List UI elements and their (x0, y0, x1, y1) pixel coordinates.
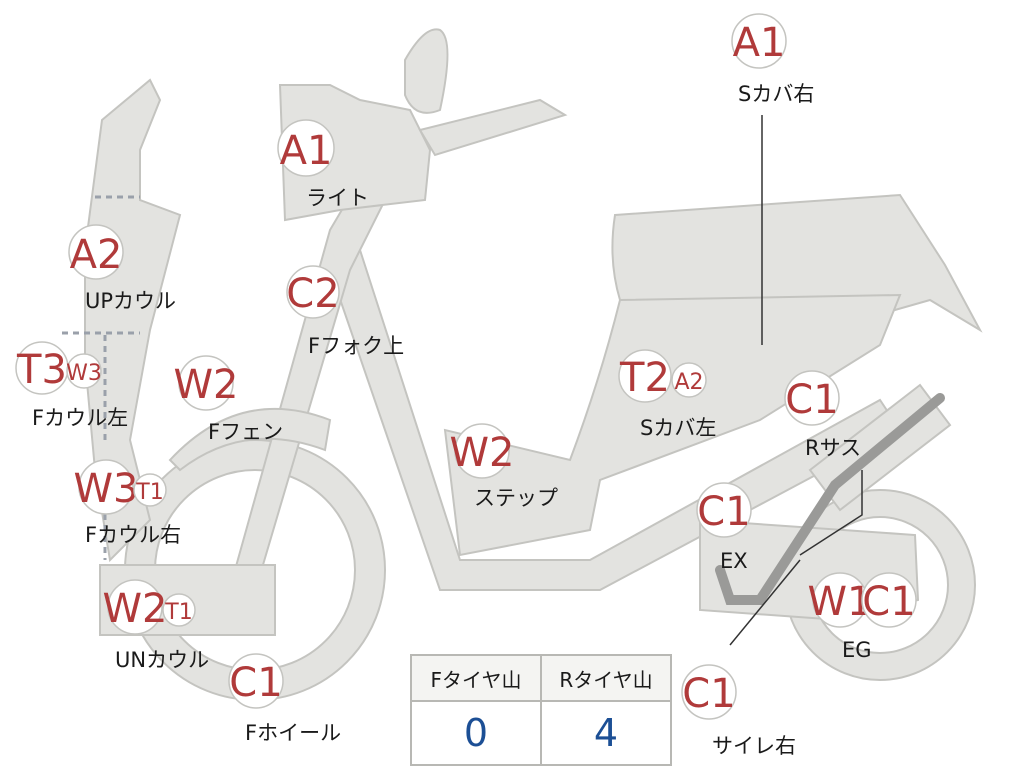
badge-t3-fcowl-text: T3 (16, 347, 67, 393)
label-f-cowl-left: Fカウル左 (32, 406, 128, 430)
badge-w2-uncowl-text: W2 (103, 586, 168, 632)
badge-a1-scover-r-text: A1 (733, 20, 786, 66)
part-labels: ライト UPカウル Fフォク上 Fカウル左 Fフェン Fカウル右 UNカウル F… (32, 82, 872, 758)
badges: A1 A2 C2 T3 W3 W2 W3 (15, 13, 917, 720)
badge-c1-eg: C1 (861, 572, 917, 628)
badge-c1-fwheel-text: C1 (229, 660, 282, 706)
badge-w3-fcowl-r: W3 (74, 459, 139, 515)
badge-w2-ffender: W2 (174, 355, 239, 411)
badge-a2-upcowl: A2 (68, 224, 124, 280)
badge-w1-eg: W1 (808, 572, 873, 628)
tire-table-value-row: 0 4 (410, 700, 672, 766)
front-fender (168, 407, 332, 472)
badge-c2-ffork: C2 (286, 265, 340, 319)
front-tire-value: 0 (410, 700, 542, 766)
side-cover (443, 293, 902, 557)
badge-c1-rsus: C1 (784, 370, 840, 426)
badge-t1-uncowl: T1 (162, 593, 196, 627)
badge-a1-scover-r: A1 (731, 13, 787, 69)
label-f-fender: Fフェン (208, 420, 283, 444)
handlebar (418, 98, 568, 157)
badge-w3-fcowl-r-text: W3 (74, 466, 139, 512)
badge-c1-ex-text: C1 (697, 489, 750, 535)
label-eg: EG (842, 638, 872, 662)
label-f-fork: Fフォク上 (308, 334, 404, 358)
badge-t1-uncowl-text: T1 (164, 600, 192, 625)
label-up-cowl: UPカウル (85, 289, 176, 313)
badge-w2-step-text: W2 (450, 430, 515, 476)
badge-t2-scover-l-text: T2 (619, 355, 670, 401)
badge-t1-fcowl-r: T1 (133, 473, 167, 507)
leader-lines (729, 115, 863, 646)
badge-t2-scover-l: T2 (618, 349, 672, 403)
badge-c2-ffork-text: C2 (286, 271, 339, 317)
badge-a1-light: A1 (277, 119, 335, 177)
rear-tire-value: 4 (540, 700, 672, 766)
badge-w2-step: W2 (450, 423, 515, 479)
label-un-cowl: UNカウル (115, 648, 209, 672)
mirror (404, 28, 449, 114)
tire-table-header-row: Fタイヤ山 Rタイヤ山 (410, 654, 672, 702)
badge-w3-fcowl-text: W3 (66, 361, 102, 386)
label-f-cowl-right: Fカウル右 (85, 523, 181, 547)
badge-t3-fcowl: T3 (15, 341, 69, 395)
label-step: ステップ (474, 486, 558, 510)
label-s-cover-left: Sカバ左 (640, 416, 716, 440)
exhaust-pipe (715, 393, 945, 605)
badge-a1-light-text: A1 (280, 128, 333, 174)
badge-w2-uncowl: W2 (103, 579, 168, 635)
label-f-wheel: Fホイール (245, 721, 341, 745)
badge-c1-muffler: C1 (681, 664, 737, 720)
badge-t1-fcowl-r-text: T1 (135, 480, 163, 505)
label-muffler-right: サイレ右 (712, 734, 796, 758)
label-s-cover-right: Sカバ右 (738, 82, 814, 106)
badge-c1-muffler-text: C1 (682, 671, 735, 717)
badge-a2-upcowl-text: A2 (70, 232, 123, 278)
label-light: ライト (306, 186, 369, 210)
badge-c1-ex: C1 (696, 482, 752, 538)
front-tire-header: Fタイヤ山 (410, 654, 542, 702)
badge-a2-scover-l: A2 (671, 362, 707, 398)
badge-c1-eg-text: C1 (862, 579, 915, 625)
tire-tread-table: Fタイヤ山 Rタイヤ山 0 4 (410, 654, 672, 766)
badge-c1-rsus-text: C1 (785, 377, 838, 423)
badge-a2-scover-l-text: A2 (674, 370, 703, 395)
headlight-housing (278, 84, 432, 222)
rear-tire-header: Rタイヤ山 (540, 654, 672, 702)
badge-c1-fwheel: C1 (228, 653, 284, 709)
label-ex: EX (720, 549, 748, 573)
badge-w3-fcowl: W3 (66, 353, 102, 389)
badge-w2-ffender-text: W2 (174, 362, 239, 408)
label-r-sus: Rサス (805, 436, 861, 460)
